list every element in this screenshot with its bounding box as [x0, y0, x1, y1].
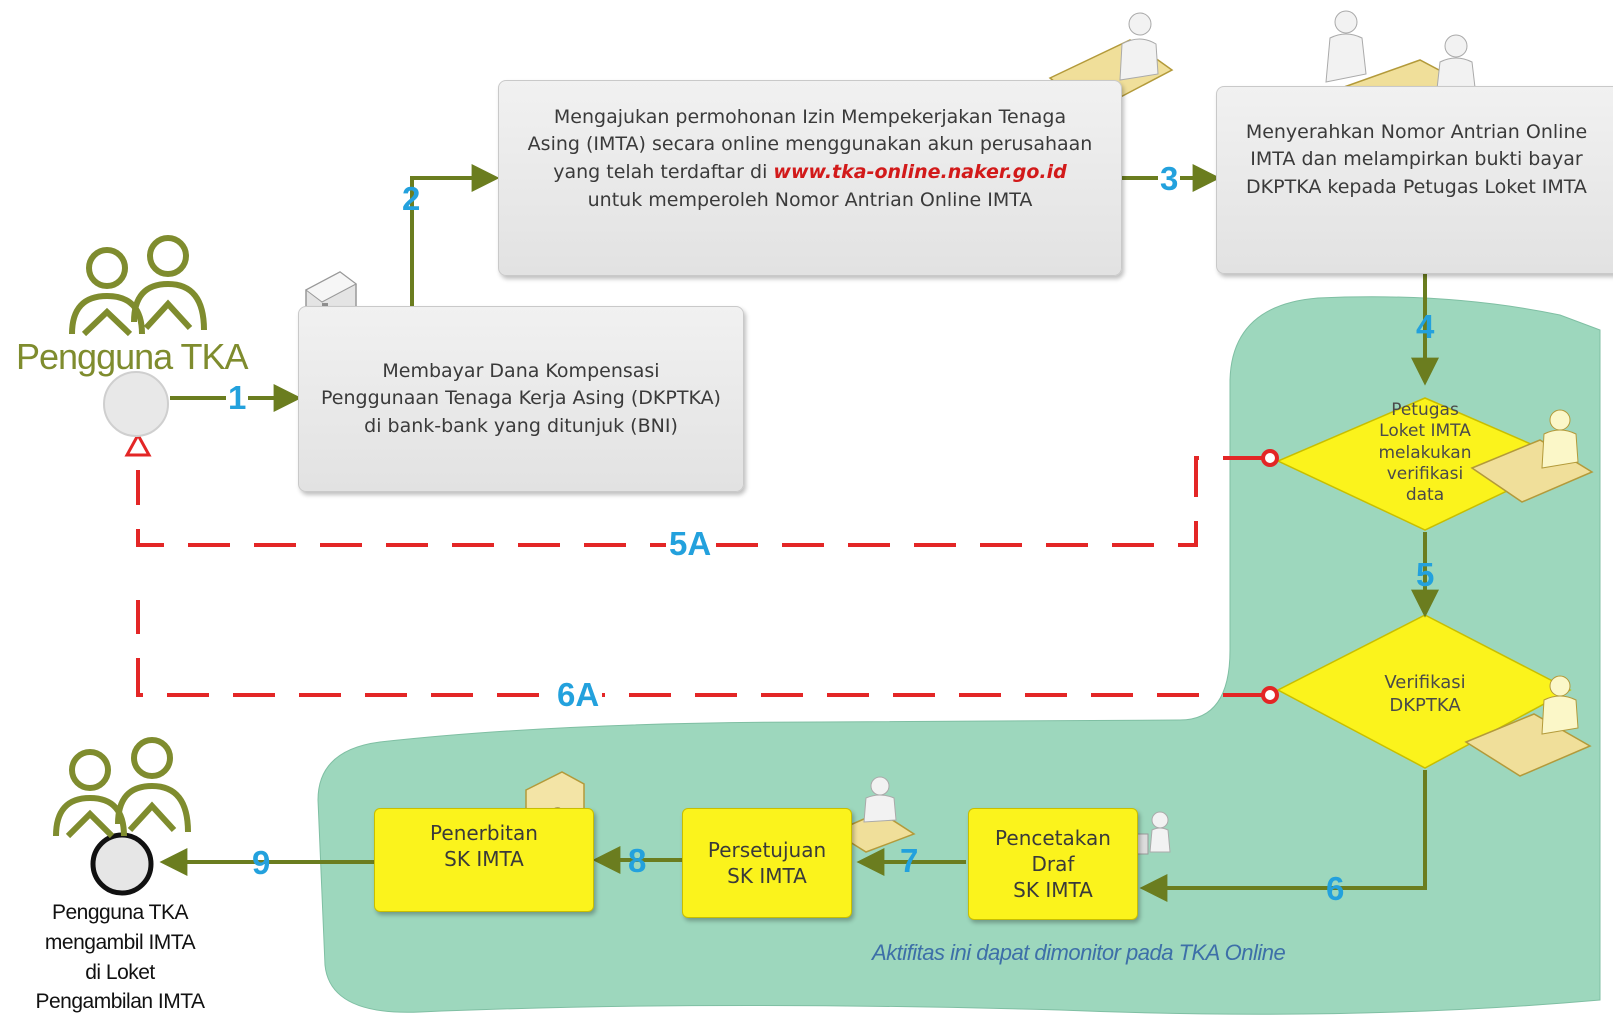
decision-verify-dkptka — [1276, 614, 1572, 769]
monitor-region — [317, 296, 1601, 1015]
verify-data-text: Petugas Loket IMTA melakukan verifikasi … — [1350, 400, 1500, 506]
end-actor-line: mengambil IMTA — [44, 930, 196, 954]
arrow-label-8: 8 — [628, 842, 647, 879]
approval-line: Persetujuan — [707, 838, 827, 862]
end-actor-line: Pengguna TKA — [51, 901, 189, 924]
arrow-label-6: 6 — [1326, 870, 1345, 907]
decision-verify-data — [1276, 397, 1572, 531]
end-actor-line: Pengambilan IMTA — [35, 990, 205, 1014]
approval-line: SK IMTA — [727, 864, 807, 888]
step-apply-line: Asing (IMTA) secara online menggunakan a… — [527, 133, 1093, 156]
arrow-label-5a: 5A — [666, 527, 715, 560]
arrow-label-6a: 6A — [554, 678, 603, 711]
step-pay-line: Membayar Dana Kompensasi — [382, 359, 660, 382]
end-node — [90, 832, 154, 896]
tka-online-url: www.tka-online.naker.go.id — [773, 161, 1067, 183]
step-apply-line: untuk memperoleh Nomor Antrian Online IM… — [587, 188, 1033, 211]
issuance-line: SK IMTA — [444, 847, 524, 871]
verify-dkptka-text: Verifikasi DKPTKA — [1350, 672, 1500, 717]
step-submit-queue: Menyerahkan Nomor Antrian Online IMTA da… — [1216, 86, 1613, 274]
verify-data-line: melakukan — [1378, 442, 1472, 463]
reject-start-5a — [1261, 449, 1279, 467]
step-apply-text: yang telah terdaftar di — [553, 161, 774, 183]
step-apply-online: Mengajukan permohonan Izin Mempekerjakan… — [498, 80, 1122, 276]
verify-data-line: Petugas — [1391, 400, 1459, 420]
step-submit-line: Menyerahkan Nomor Antrian Online — [1245, 120, 1588, 143]
reject-line-5a — [136, 456, 1265, 547]
step-apply-line: yang telah terdaftar di www.tka-online.n… — [553, 159, 1067, 187]
step-submit-line: IMTA dan melampirkan bukti bayar — [1250, 148, 1583, 171]
step-apply-line: Mengajukan permohonan Izin Mempekerjakan… — [553, 105, 1067, 128]
people-icon-start — [69, 235, 207, 337]
people-icon-end — [53, 737, 191, 839]
reject-start-6a — [1261, 686, 1279, 704]
verify-data-line: Loket IMTA — [1379, 421, 1471, 442]
arrow-label-3: 3 — [1158, 160, 1181, 197]
print-draft-line: Pencetakan — [995, 826, 1111, 850]
arrow-label-7: 7 — [900, 842, 919, 879]
end-actor-label: Pengguna TKA mengambil IMTA di Loket Pen… — [0, 898, 240, 1017]
arrow-label-4: 4 — [1416, 308, 1435, 345]
step-pay-dkptka: Membayar Dana Kompensasi Penggunaan Tena… — [298, 306, 744, 492]
issuance-line: Penerbitan — [430, 821, 538, 845]
step-print-draft: Pencetakan Draf SK IMTA — [968, 808, 1138, 920]
desk-worker-icon-3 — [832, 776, 916, 853]
desk-worker-icon-1 — [1470, 409, 1594, 503]
print-draft-line: Draf — [1031, 852, 1075, 876]
verify-data-line: data — [1405, 485, 1445, 505]
start-actor-label: Pengguna TKA — [16, 336, 249, 377]
arrow-label-2: 2 — [402, 180, 421, 217]
step-pay-line: di bank-bank yang ditunjuk (BNI) — [364, 414, 678, 437]
step-submit-line: DKPTKA kepada Petugas Loket IMTA — [1246, 175, 1587, 198]
arrow-6 — [1139, 770, 1427, 902]
arrow-label-5: 5 — [1416, 556, 1435, 593]
verify-data-line: verifikasi — [1386, 463, 1464, 484]
arrow-2 — [410, 164, 500, 306]
verify-dkptka-line: Verifikasi — [1384, 672, 1466, 693]
end-actor-line: di Loket — [85, 960, 155, 984]
arrow-label-1: 1 — [226, 379, 249, 416]
verify-dkptka-line: DKPTKA — [1389, 694, 1461, 716]
reject-line-6a — [136, 600, 1265, 697]
arrow-label-9: 9 — [252, 844, 271, 881]
reject-arrowhead — [124, 431, 152, 457]
desk-worker-icon-2 — [1464, 675, 1592, 777]
print-draft-line: SK IMTA — [1013, 878, 1093, 902]
step-approval: Persetujuan SK IMTA — [682, 808, 852, 918]
step-issuance: Penerbitan SK IMTA — [374, 808, 594, 912]
step-pay-line: Penggunaan Tenaga Kerja Asing (DKPTKA) — [321, 387, 721, 410]
monitor-note: Aktifitas ini dapat dimonitor pada TKA O… — [872, 940, 1286, 965]
start-node — [103, 371, 169, 437]
